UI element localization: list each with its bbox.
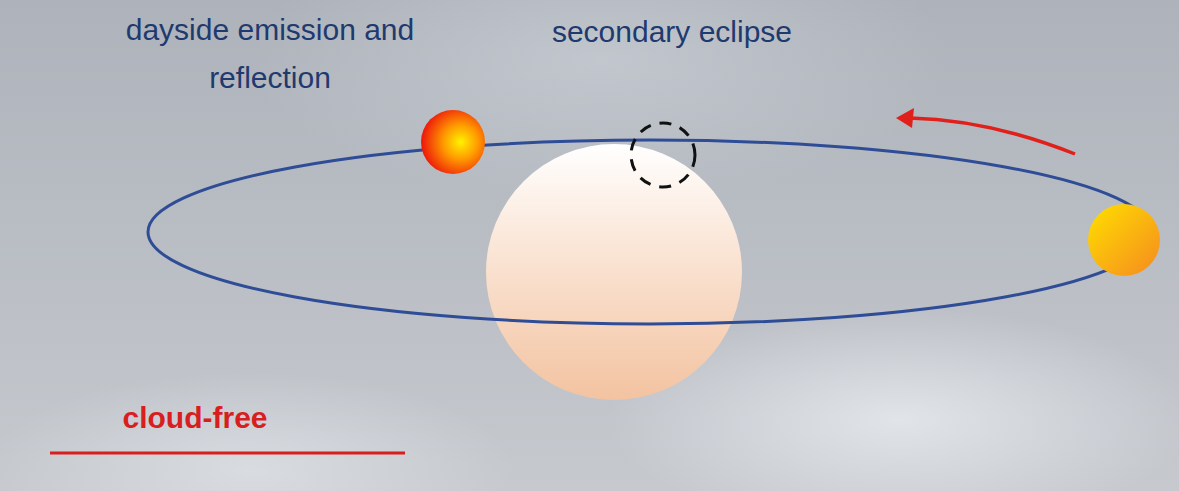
eclipsed-planet [631,123,695,187]
underline [50,452,405,455]
orbit-front [148,232,1152,324]
star [486,144,742,400]
dayside-label: dayside emission and reflection [120,6,420,102]
cloud-free-label: cloud-free [45,398,345,438]
planet [1088,204,1160,276]
direction-arrow [910,118,1075,154]
dayside-planet [421,110,485,174]
arrow-head [896,108,914,128]
eclipse-label: secondary eclipse [512,10,832,54]
